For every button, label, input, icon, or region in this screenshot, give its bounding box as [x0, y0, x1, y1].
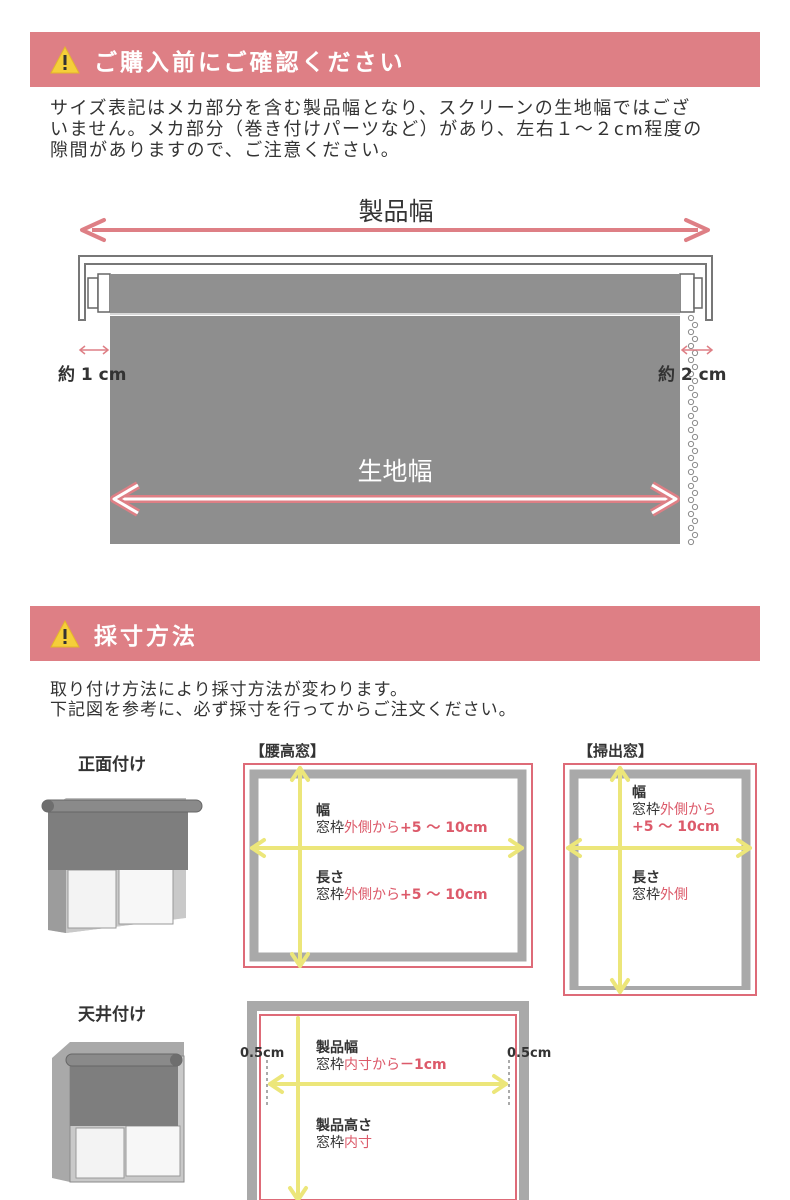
- chain-bead: [691, 377, 699, 385]
- confirm-title: ご購入前にご確認ください: [94, 49, 406, 76]
- haki-window-diagram: [563, 763, 757, 996]
- chain-bead: [691, 405, 699, 413]
- chain-bead: [691, 461, 699, 469]
- bead-chain: [687, 314, 699, 546]
- chain-bead: [691, 447, 699, 455]
- ceiling-window-diagram: [247, 1001, 529, 1200]
- ceiling-width-annotation: 製品幅 窓枠内寸から－1cm: [316, 1040, 447, 1073]
- confirm-line-3: 隙間がありますので、ご注意ください。: [50, 140, 401, 161]
- left-gap-arrow: [78, 345, 110, 355]
- measure-text: 取り付け方法により採寸方法が変わります。 下記図を参考に、必ず採寸を行ってからご…: [50, 680, 750, 720]
- chain-bead: [687, 356, 695, 364]
- chain-bead: [691, 349, 699, 357]
- measure-line-2: 下記図を参考に、必ず採寸を行ってからご注文ください。: [50, 700, 517, 720]
- window-frame: [78, 255, 713, 321]
- fabric-width-arrow: [110, 481, 680, 517]
- confirm-line-1: サイズ表記はメカ部分を含む製品幅となり、スクリーンの生地幅ではござ: [50, 98, 691, 119]
- koshi-width-annotation: 幅 窓枠外側から+5 ～ 10cm: [316, 803, 488, 836]
- measure-title: 採寸方法: [94, 623, 198, 650]
- chain-bead: [691, 391, 699, 399]
- chain-bead: [691, 503, 699, 511]
- chain-bead: [687, 426, 695, 434]
- product-width-diagram: 製品幅 約 1 cm 約 2 cm 生地幅: [58, 197, 726, 546]
- front-mount-illustration: [41, 798, 203, 933]
- chain-bead: [691, 531, 699, 539]
- chain-bead: [691, 363, 699, 371]
- roller: [110, 274, 680, 314]
- chain-bead: [691, 489, 699, 497]
- chain-bead: [687, 342, 695, 350]
- chain-bead: [691, 335, 699, 343]
- front-mount-label: 正面付け: [78, 755, 146, 775]
- fabric-width-label: 生地幅: [357, 457, 432, 486]
- confirm-text: サイズ表記はメカ部分を含む製品幅となり、スクリーンの生地幅ではござ いません。メ…: [50, 98, 750, 161]
- ceiling-mount-label: 天井付け: [78, 1005, 146, 1025]
- chain-bead: [687, 454, 695, 462]
- chain-bead: [687, 510, 695, 518]
- confirm-banner: ご購入前にご確認ください: [30, 32, 760, 87]
- chain-bead: [687, 468, 695, 476]
- chain-bead: [687, 538, 695, 546]
- measure-banner: 採寸方法: [30, 606, 760, 661]
- chain-bead: [687, 370, 695, 378]
- left-end-cap: [87, 277, 99, 309]
- chain-bead: [687, 482, 695, 490]
- ceiling-height-annotation: 製品高さ 窓枠内寸: [316, 1118, 372, 1151]
- left-gap-label: 約 1 cm: [58, 364, 126, 385]
- fabric: [110, 316, 680, 544]
- koshi-window-diagram: [243, 763, 533, 968]
- confirm-line-2: いません。メカ部分（巻き付けパーツなど）があり、左右１～２cm程度の: [50, 119, 703, 140]
- right-gap-arrow: [680, 345, 714, 355]
- left-gap-note: 0.5cm: [240, 1046, 285, 1061]
- warning-icon: [50, 619, 80, 647]
- product-width-arrow: [80, 218, 710, 242]
- measure-line-1: 取り付け方法により採寸方法が変わります。: [50, 680, 408, 700]
- warning-icon: [50, 45, 80, 73]
- koshi-window-title: 【腰高窓】: [250, 742, 326, 760]
- chain-bead: [687, 328, 695, 336]
- right-end-cap: [679, 273, 695, 313]
- chain-bead: [691, 321, 699, 329]
- product-width-label: 製品幅: [358, 197, 433, 226]
- chain-bead: [687, 496, 695, 504]
- haki-length-annotation: 長さ 窓枠外側: [632, 870, 688, 903]
- chain-bead: [691, 475, 699, 483]
- koshi-length-annotation: 長さ 窓枠外側から+5 ～ 10cm: [316, 870, 488, 903]
- right-gap-label: 約 2 cm: [658, 364, 726, 385]
- chain-bead: [691, 433, 699, 441]
- chain-bead: [691, 419, 699, 427]
- chain-bead: [687, 398, 695, 406]
- ceiling-mount-illustration: [52, 1042, 185, 1183]
- chain-bead: [687, 440, 695, 448]
- chain-bead: [687, 412, 695, 420]
- chain-bead: [691, 517, 699, 525]
- right-gap-note: 0.5cm: [507, 1046, 552, 1061]
- chain-bead: [687, 384, 695, 392]
- haki-window-title: 【掃出窓】: [578, 742, 654, 760]
- haki-width-annotation: 幅 窓枠外側から +5 ～ 10cm: [632, 785, 720, 835]
- chain-bead: [687, 314, 695, 322]
- chain-bead: [687, 524, 695, 532]
